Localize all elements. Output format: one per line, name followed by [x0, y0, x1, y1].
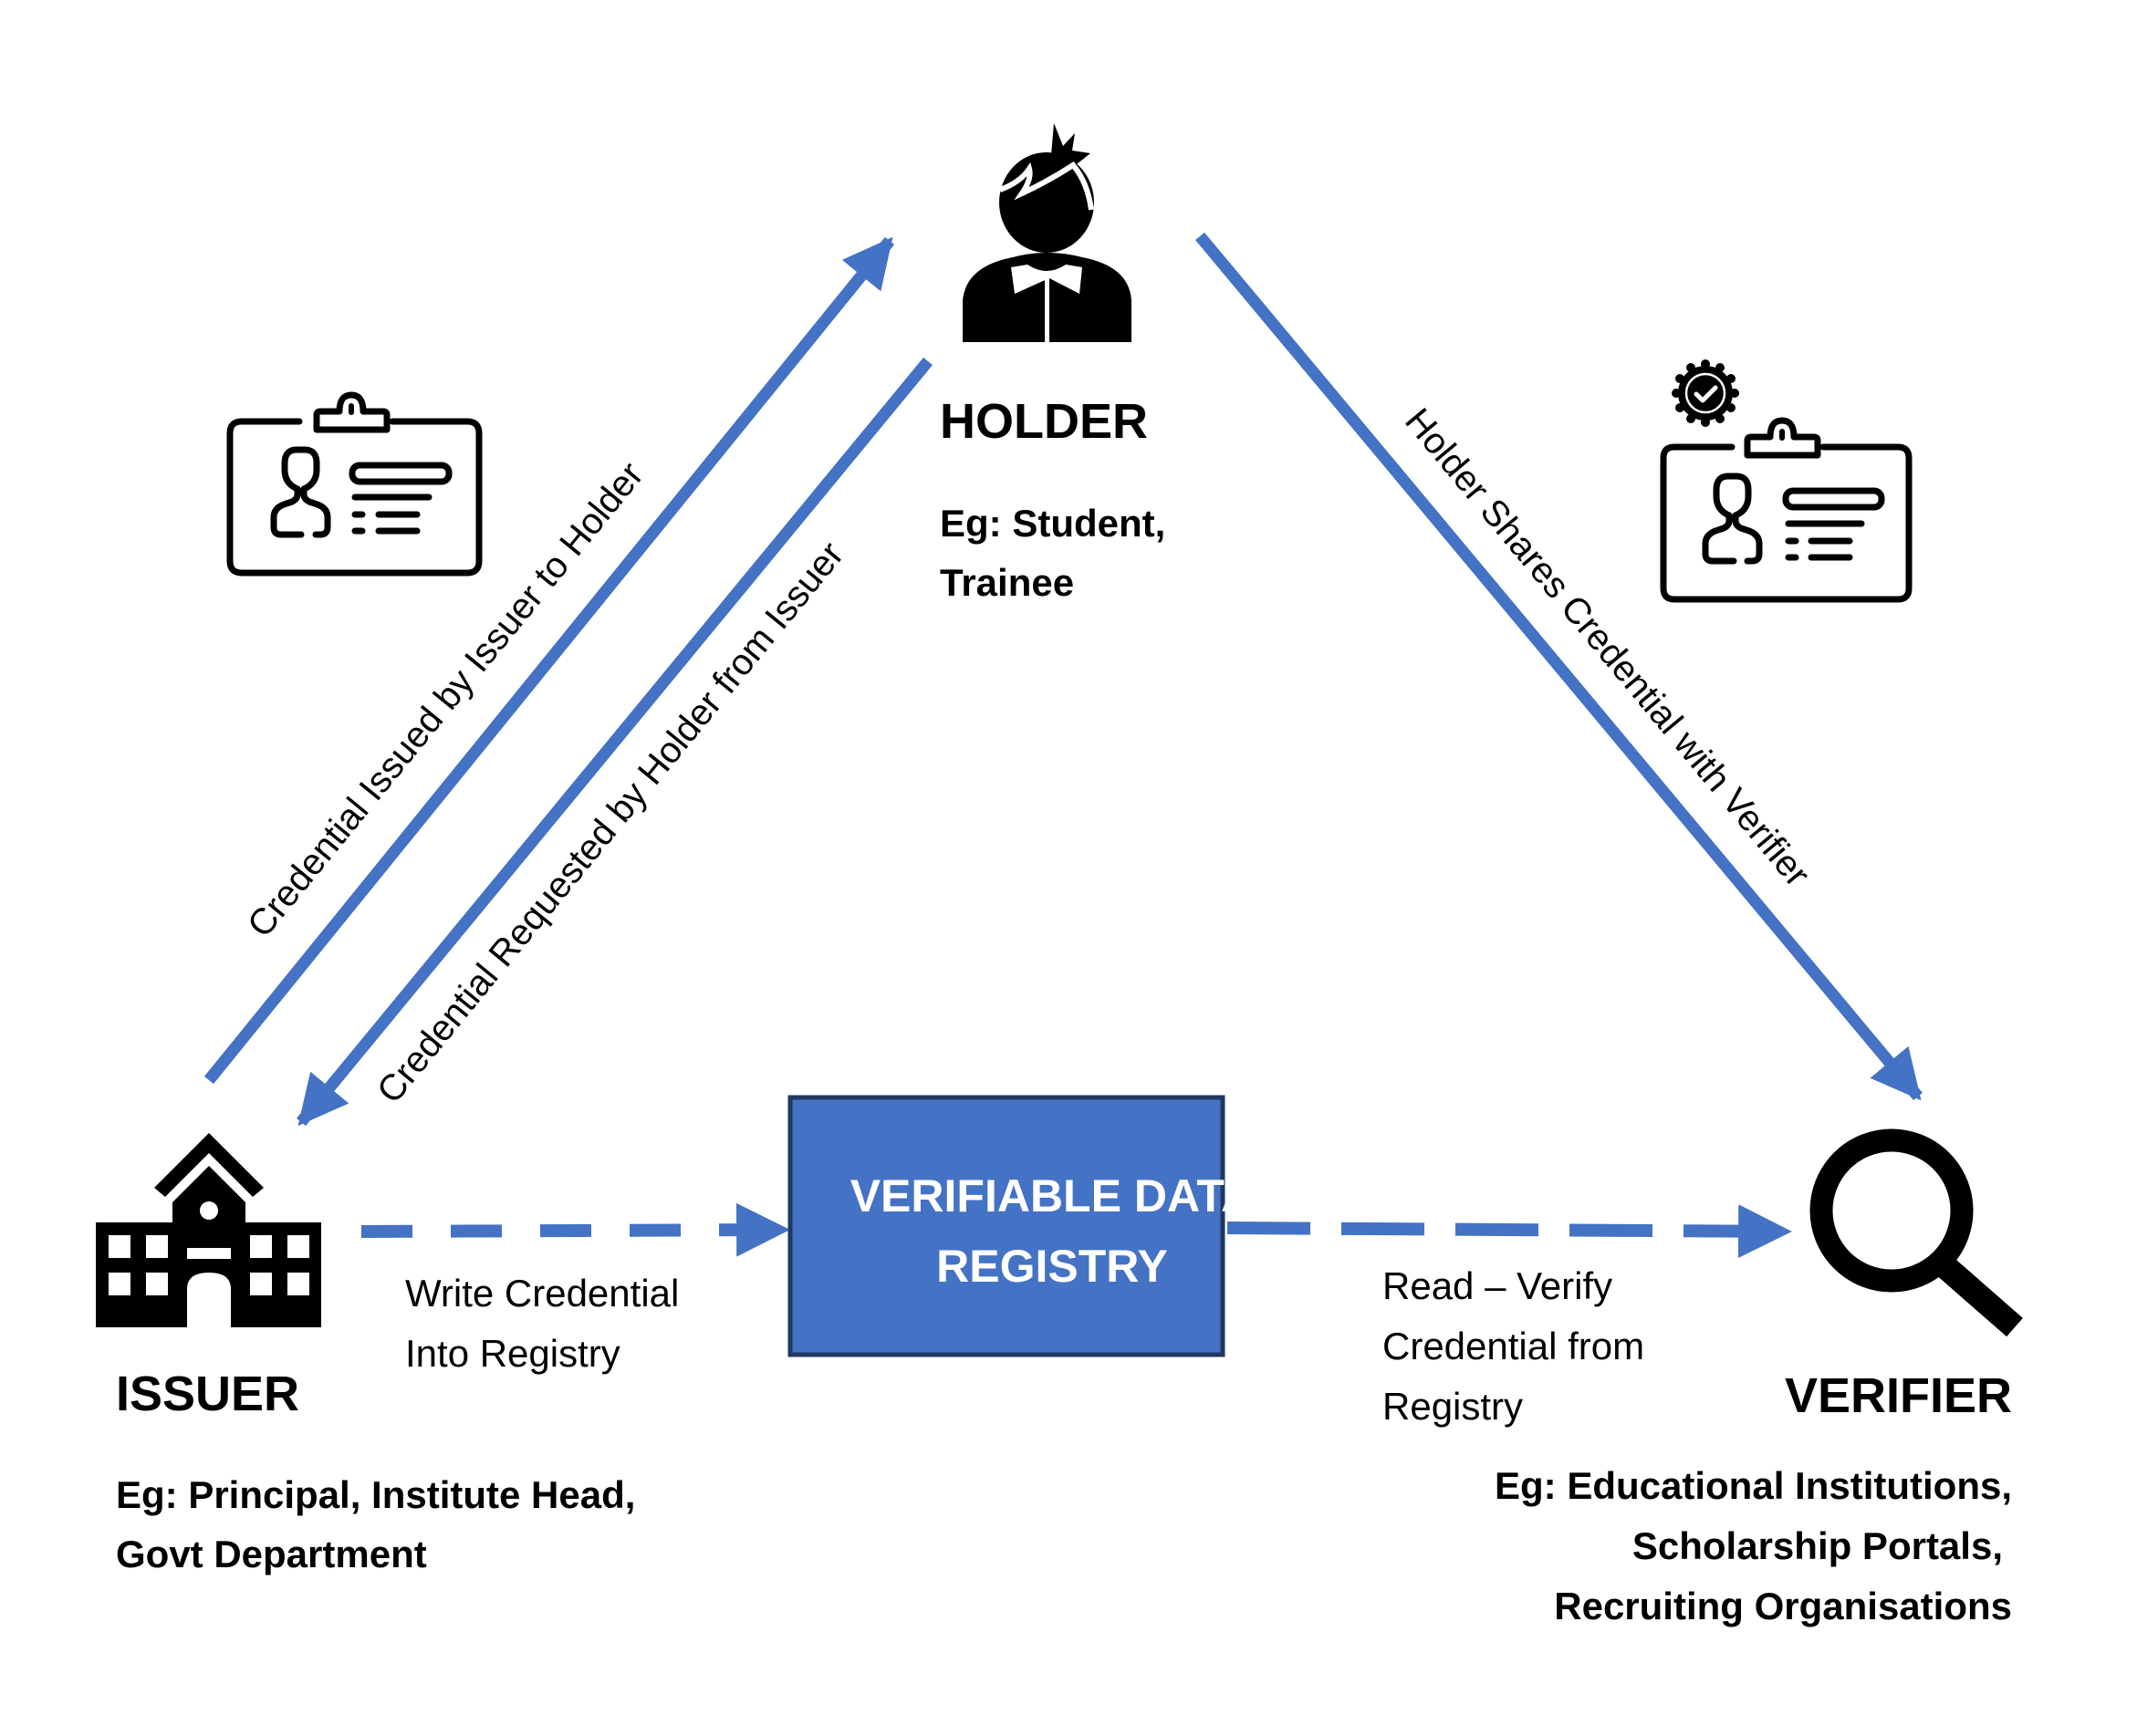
- person-student-icon: [963, 123, 1131, 342]
- id-card-icon: [226, 391, 483, 577]
- issuer-example-line-2: Govt Department: [116, 1533, 427, 1575]
- issuer-title: ISSUER: [116, 1367, 299, 1421]
- read-flow-label-line-1: Read – Verify: [1382, 1264, 1612, 1307]
- read-dashed-arrow: [1226, 1204, 1792, 1259]
- issuer-example-line-1: Eg: Principal, Institute Head,: [116, 1473, 635, 1516]
- read-flow-label-line-3: Registry: [1382, 1385, 1523, 1428]
- write-flow-label-line-2: Into Registry: [405, 1332, 620, 1375]
- write-dashed-arrow: [360, 1202, 790, 1257]
- holder-example-line-2: Trainee: [940, 561, 1074, 604]
- issue-arrow: [203, 236, 895, 1085]
- verified-badge-icon: [1672, 359, 1739, 427]
- verifier-example-line-2: Scholarship Portals,: [1632, 1524, 2003, 1567]
- holder-example-line-1: Eg: Student,: [940, 502, 1165, 545]
- verifier-title: VERIFIER: [1785, 1368, 2012, 1423]
- share-flow-label: Holder Shares Credential with Verifier: [1397, 401, 1818, 895]
- registry-label-line-2: REGISTRY: [936, 1241, 1168, 1292]
- verified-id-card-icon: [1660, 359, 1913, 603]
- registry-label-line-1: VERIFIABLE DATA: [850, 1170, 1255, 1221]
- share-arrow: [1195, 232, 1923, 1101]
- verifiable-data-registry: VERIFIABLE DATA REGISTRY: [787, 1095, 1255, 1357]
- magnifier-search-icon: [1809, 1128, 2023, 1337]
- read-flow-label-line-2: Credential from: [1382, 1325, 1644, 1367]
- school-building-icon: [96, 1133, 321, 1327]
- request-arrow: [296, 357, 933, 1127]
- verifier-example-line-3: Recruiting Organisations: [1554, 1585, 2012, 1627]
- verifier-example-line-1: Eg: Educational Institutions,: [1495, 1464, 2012, 1507]
- write-flow-label-line-1: Write Credential: [405, 1272, 679, 1315]
- holder-title: HOLDER: [940, 394, 1148, 449]
- request-flow-label: Credential Requested by Holder from Issu…: [370, 535, 851, 1111]
